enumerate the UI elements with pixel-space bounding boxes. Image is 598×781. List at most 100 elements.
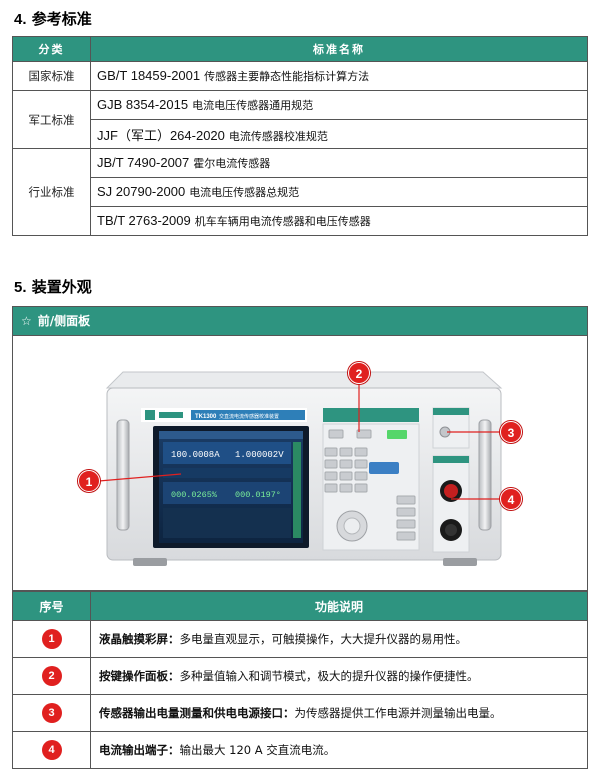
standard-name: 传感器主要静态性能指标计算方法 xyxy=(204,70,370,83)
function-index: 3 xyxy=(12,694,91,732)
function-description: 按键操作面板：多种量值输入和调节模式，极大的提升仪器的操作便捷性。 xyxy=(90,657,588,695)
function-label: 液晶触摸彩屏： xyxy=(99,632,180,646)
model-banner xyxy=(191,410,305,420)
header-category: 分类 xyxy=(12,36,91,62)
chassis-top xyxy=(105,371,503,389)
standard-code: GJB 8354-2015 xyxy=(97,97,189,112)
terminal-black-icon xyxy=(445,524,457,536)
section-5-heading: 装置外观 xyxy=(31,278,92,296)
table-row: 1 液晶触摸彩屏：多电量直观显示，可触摸操作，大大提升仪器的易用性。 xyxy=(12,620,588,658)
function-index: 2 xyxy=(12,657,91,695)
handle-right xyxy=(478,419,492,531)
standard-name: 霍尔电流传感器 xyxy=(193,157,271,170)
callout-2: 2 xyxy=(348,362,370,384)
function-text: 为传感器提供工作电源并测量输出电量。 xyxy=(294,706,502,720)
callout-4: 4 xyxy=(500,488,522,510)
callout-1: 1 xyxy=(78,470,100,492)
model-label: TK1300 xyxy=(195,414,217,420)
standard-name: 机车车辆用电流传感器和电压传感器 xyxy=(194,215,371,228)
function-label: 传感器输出电量测量和供电电源接口： xyxy=(99,706,295,720)
function-table: 序号 功能说明 1 液晶触摸彩屏：多电量直观显示，可触摸操作，大大提升仪器的易用… xyxy=(12,591,588,769)
lcd-error-reading-1: 000.0265% xyxy=(171,490,218,500)
section-5-number: 5. xyxy=(14,279,27,296)
terminal-red-icon xyxy=(444,484,458,498)
section-4-heading: 参考标准 xyxy=(31,10,92,28)
keypad-keys xyxy=(324,429,416,541)
device-image: TK1300 交直流电流传感器校准装置 100.0008A 1.000002V … xyxy=(13,335,587,590)
run-key xyxy=(387,430,407,439)
lcd-reading-row-1 xyxy=(163,442,291,464)
function-text: 多电量直观显示，可触摸操作，大大提升仪器的易用性。 xyxy=(179,632,468,646)
standard-code: SJ 20790-2000 xyxy=(97,184,186,199)
callout-line-1 xyxy=(98,473,182,482)
logo-icon xyxy=(145,410,155,420)
standard-name: 电流电压传感器总规范 xyxy=(189,186,300,199)
lcd-error-reading-2: 000.0197° xyxy=(235,490,281,500)
handle-left xyxy=(116,419,130,531)
front-panel-title: 前/侧面板 xyxy=(37,314,91,328)
lcd-side-buttons xyxy=(293,442,301,538)
function-label: 电流输出端子： xyxy=(99,743,180,757)
category-military: 军工标准 xyxy=(12,90,91,149)
lcd-topbar xyxy=(159,431,303,439)
number-badge: 4 xyxy=(41,740,62,760)
front-panel-box: ☆ 前/侧面板 xyxy=(12,306,588,591)
header-function: 功能说明 xyxy=(90,591,588,621)
lcd-current-reading: 100.0008A xyxy=(171,450,220,460)
section-4-number: 4. xyxy=(14,11,27,28)
model-description: 交直流电流传感器校准装置 xyxy=(219,413,279,420)
star-icon: ☆ xyxy=(21,314,32,328)
standard-code: TB/T 2763-2009 xyxy=(97,213,191,228)
foot-left xyxy=(133,558,167,566)
header-number: 序号 xyxy=(12,591,91,621)
standard-code: JB/T 7490-2007 xyxy=(97,155,190,170)
foot-right xyxy=(443,558,477,566)
current-output-title xyxy=(433,456,469,463)
category-national: 国家标准 xyxy=(12,61,91,91)
sensor-port-title xyxy=(433,408,469,415)
section-4-title: 4. 参考标准 xyxy=(14,8,92,29)
category-industry: 行业标准 xyxy=(12,148,91,236)
table-row: 3 传感器输出电量测量和供电电源接口：为传感器提供工作电源并测量输出电量。 xyxy=(12,694,588,732)
number-badge: 2 xyxy=(41,666,62,686)
callout-3: 3 xyxy=(500,421,522,443)
number-badge: 1 xyxy=(41,629,62,649)
keypad-title-bar xyxy=(323,408,419,422)
lcd-reading-row-2 xyxy=(163,482,291,504)
function-text: 输出最大 120 A 交直流电流。 xyxy=(179,743,336,757)
function-description: 液晶触摸彩屏：多电量直观显示，可触摸操作，大大提升仪器的易用性。 xyxy=(90,620,588,658)
function-header-row: 序号 功能说明 xyxy=(12,591,588,621)
standards-header-row: 分类 标准名称 xyxy=(12,36,588,62)
header-standard-name: 标准名称 xyxy=(90,36,588,62)
lcd-voltage-reading: 1.000002V xyxy=(235,450,284,460)
mode-key xyxy=(369,462,399,474)
function-text: 多种量值输入和调节模式，极大的提升仪器的操作便捷性。 xyxy=(179,669,479,683)
logo-text-block xyxy=(159,412,183,418)
device-illustration: TK1300 交直流电流传感器校准装置 100.0008A 1.000002V … xyxy=(98,371,505,566)
standard-name: 电流传感器校准规范 xyxy=(228,129,328,143)
lcd-table-area xyxy=(163,508,291,538)
rotary-knob-cap xyxy=(343,517,361,535)
standard-code: JJF（军工）264-2020 xyxy=(97,127,225,143)
table-row: 2 按键操作面板：多种量值输入和调节模式，极大的提升仪器的操作便捷性。 xyxy=(12,657,588,695)
standard-code: GB/T 18459-2001 xyxy=(97,68,201,83)
function-label: 按键操作面板： xyxy=(99,669,180,683)
number-badge: 3 xyxy=(41,703,62,723)
function-index: 1 xyxy=(12,620,91,658)
section-5-title: 5. 装置外观 xyxy=(14,276,92,297)
standard-name: 电流电压传感器通用规范 xyxy=(192,99,314,112)
table-row: 4 电流输出端子：输出最大 120 A 交直流电流。 xyxy=(12,731,588,769)
